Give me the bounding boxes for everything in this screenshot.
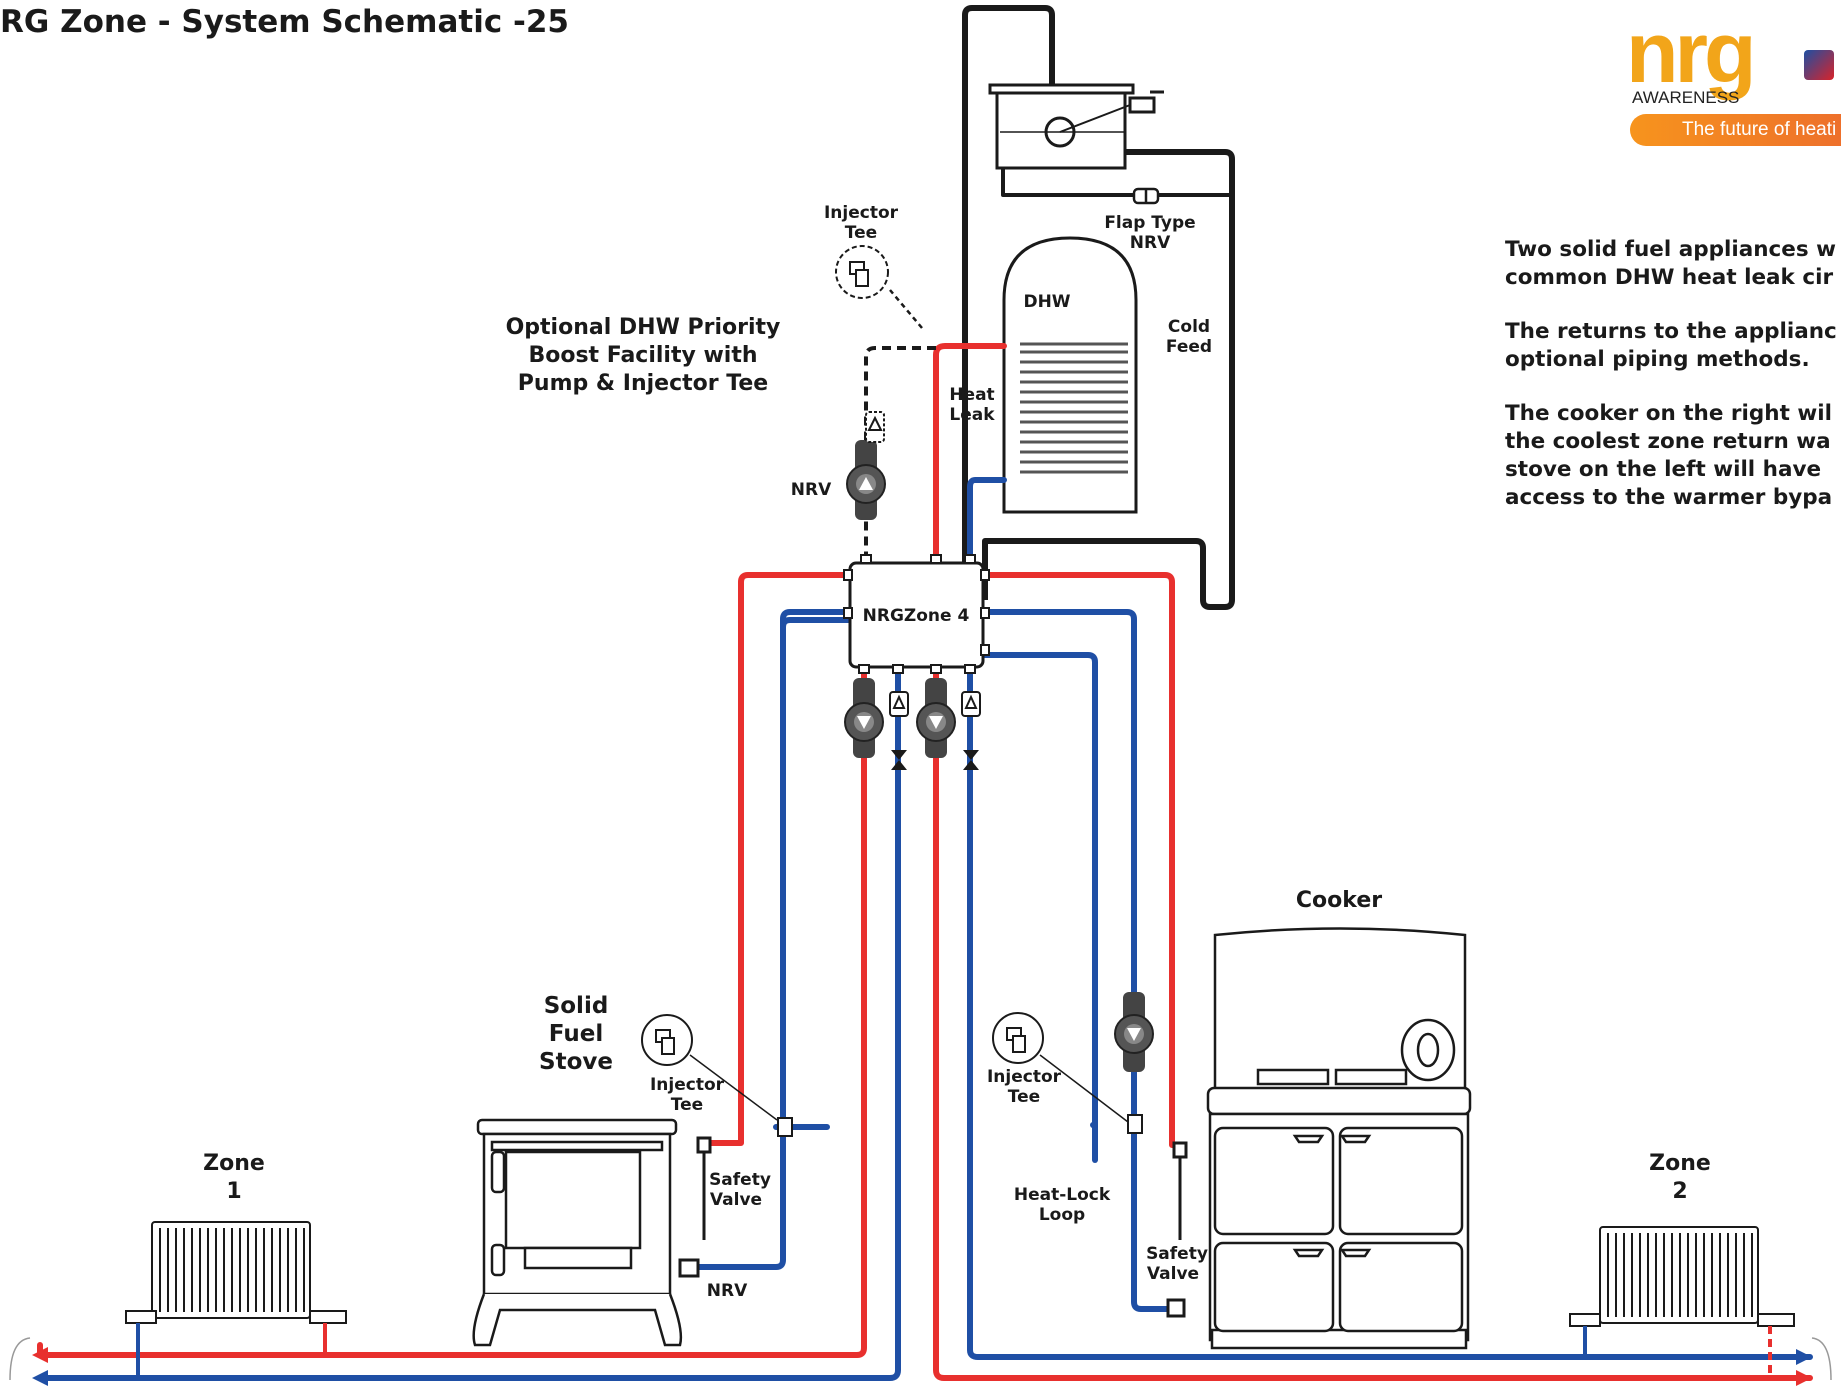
isolation-valve-icon [891, 750, 979, 770]
stove-label: Fuel [549, 1021, 603, 1047]
description-line: stove on the left will have [1505, 457, 1822, 482]
logo-brand: nrg [1626, 5, 1757, 101]
stove-label: Solid [544, 993, 609, 1019]
zone-2-label: 2 [1672, 1179, 1687, 1204]
description-line: The returns to the applianc [1505, 319, 1837, 344]
boost-facility-label: Optional DHW Priority [506, 315, 781, 340]
zone-1-label: 1 [226, 1179, 241, 1204]
safety-valve-right-label: Safety [1146, 1244, 1208, 1264]
description-line: The cooker on the right wil [1505, 401, 1832, 426]
pump-icon [844, 678, 884, 758]
cold-feed-label: Feed [1166, 337, 1212, 357]
cold-feed-label: Cold [1168, 317, 1210, 337]
nrv-top-label: NRV [791, 480, 832, 500]
boost-facility-label: Pump & Injector Tee [518, 371, 768, 396]
safety-valve-right-label: Valve [1147, 1264, 1199, 1284]
boost-facility-label: Boost Facility with [528, 343, 757, 368]
diagram-labels: Injector Tee Flap Type NRV DHW Cold Feed… [203, 203, 1711, 1301]
nrv-bottom-label: NRV [707, 1281, 748, 1301]
flap-nrv-label: Flap Type [1104, 213, 1195, 233]
logo-tagline-bar [1630, 114, 1841, 146]
injector-tee-top-label: Tee [845, 223, 877, 243]
dhw-label: DHW [1023, 292, 1070, 312]
injector-tee-left-label: Injector [650, 1075, 725, 1095]
feed-expansion-tank [988, 83, 1164, 170]
flap-type-nrv [1132, 187, 1160, 205]
injector-tee-icon [641, 245, 1044, 1066]
injector-tee-right-label: Tee [1008, 1087, 1040, 1107]
pump-icon [846, 440, 886, 520]
nrgzone-label: NRGZone 4 [863, 606, 970, 626]
solid-fuel-stove [472, 1118, 683, 1347]
injector-tee-fitting [777, 1114, 1143, 1137]
nrgzone-manifold [843, 554, 990, 674]
stove-label: Stove [539, 1049, 613, 1075]
range-cooker [1206, 927, 1472, 1350]
dhw-cylinder [1002, 236, 1138, 514]
description-line: common DHW heat leak cir [1505, 265, 1834, 290]
heat-lock-label: Loop [1039, 1205, 1085, 1225]
leader-lines [689, 1054, 1129, 1123]
pump-icon [1114, 992, 1154, 1072]
nrg-awareness-logo: nrg AWARENESS The future of heati [1622, 5, 1841, 148]
pump-icon [916, 678, 956, 758]
radiator-zone-1 [125, 1221, 347, 1324]
heat-leak-label: Heat [949, 385, 994, 405]
flow-direction-arrows [9, 1337, 1832, 1386]
optional-boost-pipe [864, 289, 936, 560]
zone-1-label: Zone [203, 1151, 265, 1176]
cooker-label: Cooker [1296, 888, 1382, 913]
nrv-icon [865, 411, 981, 717]
description-line: optional piping methods. [1505, 347, 1810, 372]
logo-tagline: The future of heati [1682, 119, 1837, 140]
flap-nrv-label: NRV [1130, 233, 1171, 253]
safety-valve-left-label: Safety [709, 1170, 771, 1190]
page-title: RG Zone - System Schematic -25 [0, 4, 569, 40]
heat-lock-label: Heat-Lock [1014, 1185, 1111, 1205]
heat-leak-label: Leak [949, 405, 995, 425]
radiator-connections [136, 1323, 1772, 1378]
safety-valve-icon [678, 1136, 1188, 1318]
injector-tee-right-label: Injector [987, 1067, 1062, 1087]
return-pipework [37, 477, 1813, 1381]
injector-tee-left-label: Tee [671, 1095, 703, 1115]
flow-pipework [37, 343, 1813, 1381]
description-line: the coolest zone return wa [1505, 429, 1831, 454]
heat-exchanger-coil [1020, 342, 1128, 474]
zone-2-label: Zone [1649, 1151, 1711, 1176]
description-line: access to the warmer bypa [1505, 485, 1833, 510]
description-line: Two solid fuel appliances w [1505, 237, 1837, 262]
cube-icon [1804, 50, 1834, 80]
logo-sub: AWARENESS [1632, 88, 1740, 107]
injector-tee-top-label: Injector [824, 203, 899, 223]
radiator-zone-2 [1569, 1226, 1795, 1327]
safety-valve-left-label: Valve [710, 1190, 762, 1210]
